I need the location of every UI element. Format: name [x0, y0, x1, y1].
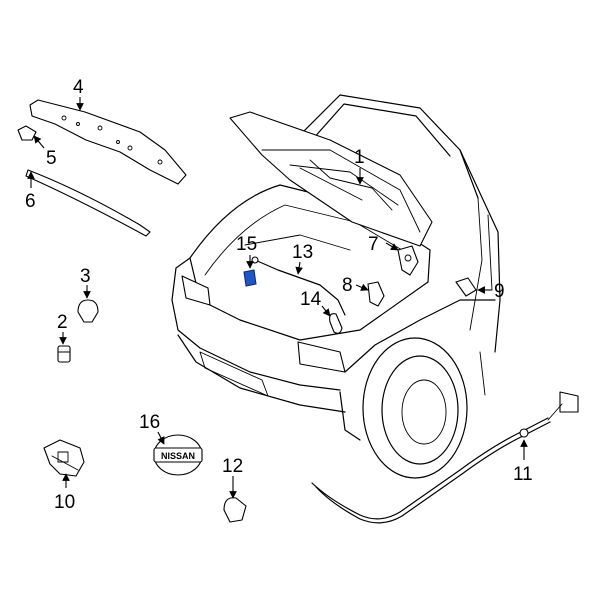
callout-labels: 1 2 3 4 5 6 7 8 9 10 11 12 13 14 15 16 — [25, 77, 533, 513]
leader-arrows — [27, 97, 528, 499]
callout-15[interactable]: 15 — [236, 234, 257, 255]
callout-4[interactable]: 4 — [73, 77, 84, 98]
callout-8[interactable]: 8 — [342, 275, 353, 296]
callout-10[interactable]: 10 — [54, 492, 75, 513]
part-2-plug[interactable] — [57, 345, 71, 363]
callout-3[interactable]: 3 — [80, 266, 91, 287]
emblem-text: NISSAN — [161, 451, 195, 461]
callout-7[interactable]: 7 — [368, 234, 379, 255]
callout-5[interactable]: 5 — [46, 148, 57, 169]
callout-6[interactable]: 6 — [25, 191, 36, 212]
vehicle-front-illustration — [171, 94, 501, 479]
callout-13[interactable]: 13 — [292, 242, 313, 263]
part-11-release-cable[interactable] — [311, 391, 579, 524]
callout-2[interactable]: 2 — [57, 312, 68, 333]
part-5-clip[interactable] — [17, 125, 37, 141]
part-10-latch[interactable] — [43, 439, 85, 477]
part-12-clip[interactable] — [223, 497, 247, 523]
part-16-emblem[interactable]: NISSAN — [153, 434, 203, 476]
callout-14[interactable]: 14 — [300, 289, 322, 310]
callout-16[interactable]: 16 — [139, 412, 160, 433]
callout-1[interactable]: 1 — [354, 147, 365, 168]
part-4-hood-insulator[interactable] — [29, 99, 187, 185]
part-9-bushing[interactable] — [455, 277, 477, 297]
callout-9[interactable]: 9 — [494, 281, 505, 302]
callout-12[interactable]: 12 — [222, 456, 243, 477]
part-3-bumper[interactable] — [77, 299, 99, 323]
part-15-highlighted[interactable] — [243, 269, 257, 287]
callout-11[interactable]: 11 — [513, 464, 533, 485]
part-6-seal-strip[interactable] — [25, 169, 151, 237]
